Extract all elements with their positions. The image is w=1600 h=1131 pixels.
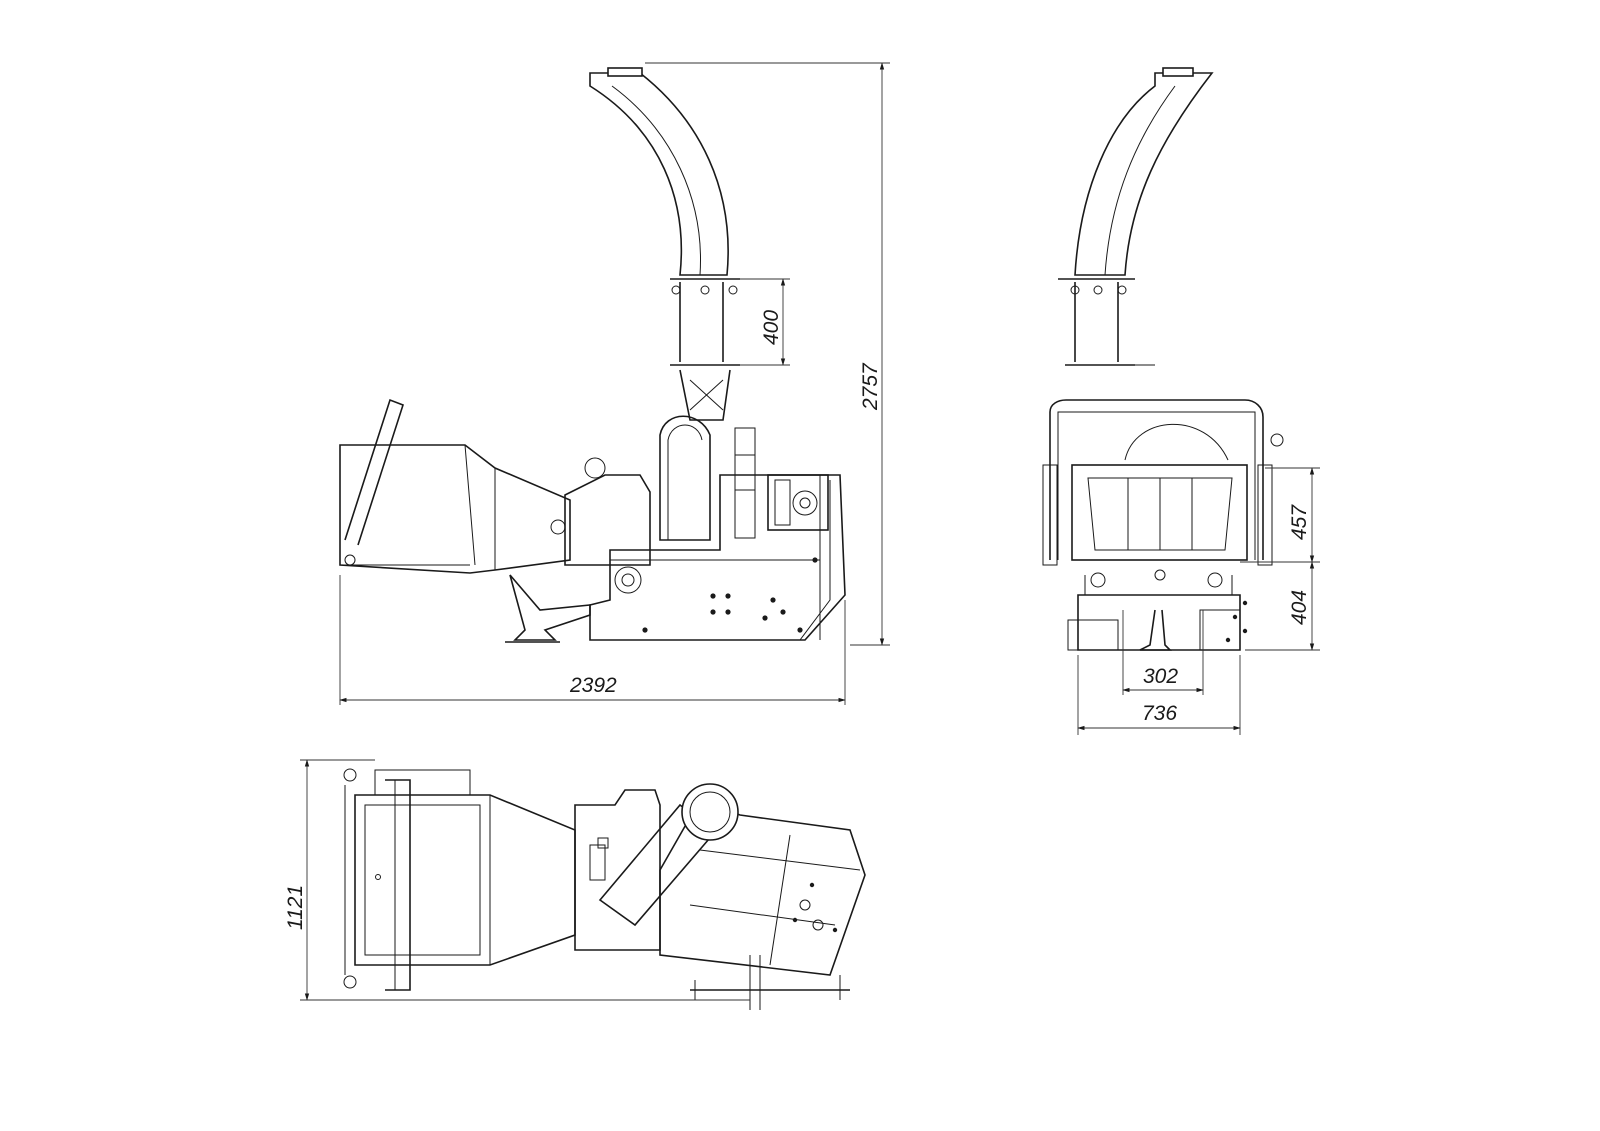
top-view	[343, 768, 866, 1010]
dim-404: 404	[1288, 590, 1311, 625]
dim-457: 457	[1288, 504, 1311, 540]
dim-400: 400	[760, 310, 783, 345]
side-view	[339, 67, 846, 643]
front-view	[1042, 67, 1284, 651]
dim-2757: 2757	[859, 362, 882, 411]
front-dimensions: 457 404 302 736	[1077, 467, 1320, 735]
dim-736: 736	[1142, 702, 1177, 725]
dim-2392: 2392	[569, 674, 617, 697]
side-dimensions: 2392 2757 400	[339, 62, 890, 705]
dim-302: 302	[1143, 665, 1178, 688]
top-dimensions: 1121	[284, 759, 750, 1001]
dim-1121: 1121	[284, 885, 307, 930]
